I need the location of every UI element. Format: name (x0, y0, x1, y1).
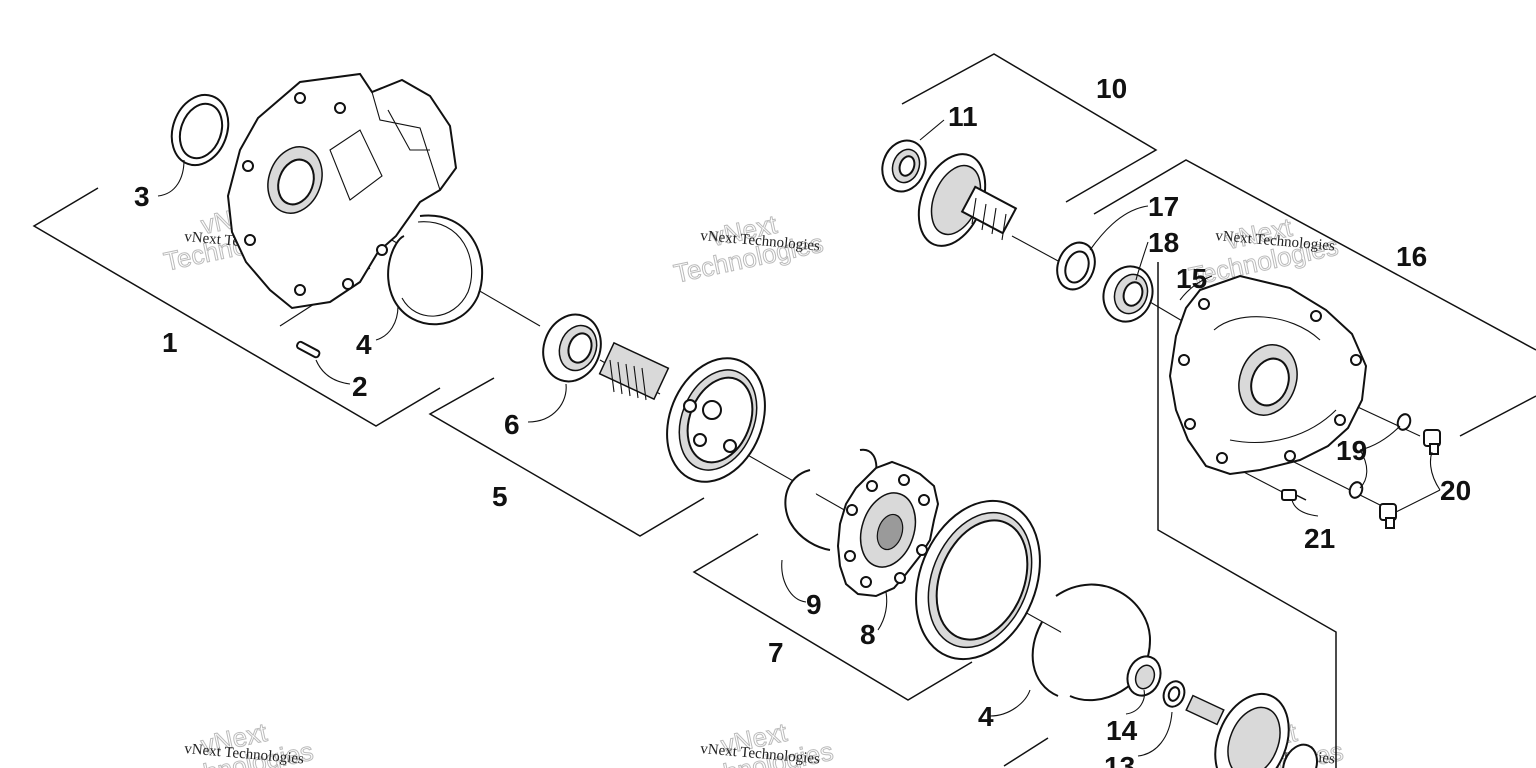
callout-10: 10 (1096, 73, 1127, 104)
part-4-snap-ring-upper (387, 214, 484, 326)
callout-3: 3 (134, 181, 150, 212)
part-20-drain-plugs (1379, 429, 1441, 529)
part-5-output-drum (598, 341, 766, 483)
bracket-bottom (1003, 737, 1049, 767)
bracket-1 (32, 187, 441, 427)
axis-line-upper (1011, 235, 1061, 263)
group-brackets (32, 53, 1536, 768)
callout-14: 14 (1106, 715, 1138, 746)
bracket-7 (692, 533, 973, 701)
part-8-sprocket (836, 460, 940, 598)
callout-7: 7 (768, 637, 784, 668)
part-14-bearing (1126, 655, 1162, 697)
part-9-snap-ring (784, 448, 878, 551)
part-11-bearing (881, 139, 927, 193)
part-7-ring-gear (915, 499, 1041, 661)
callout-11: 11 (948, 101, 978, 132)
part-19-o-rings (1348, 413, 1412, 499)
part-4-snap-ring-lower (1031, 583, 1152, 702)
part-13-washer (1162, 680, 1186, 708)
part-3-oil-seal (170, 93, 230, 167)
axis-line-bolt-b (1289, 459, 1383, 507)
part-6-bearing (542, 313, 602, 383)
callout-13: 13 (1104, 751, 1135, 768)
callout-18: 18 (1148, 227, 1179, 258)
bracket-16-top (1093, 159, 1536, 351)
bracket-16-right (1459, 395, 1536, 437)
callout-17: 17 (1148, 191, 1179, 222)
callout-2: 2 (352, 371, 368, 402)
part-12-output-gear (1185, 692, 1318, 768)
callout-19: 19 (1336, 435, 1367, 466)
axis-line-right (1149, 301, 1185, 323)
callout-21: 21 (1304, 523, 1335, 554)
callout-1: 1 (162, 327, 178, 358)
part-18-bearing (1102, 265, 1154, 323)
callout-16: 16 (1396, 241, 1427, 272)
callout-20: 20 (1440, 475, 1471, 506)
bracket-16-left (1157, 262, 1337, 768)
callout-5: 5 (492, 481, 508, 512)
part-1-housing (226, 72, 458, 310)
leader-lines (157, 119, 1441, 757)
callout-9: 9 (806, 589, 822, 620)
callout-4-upper: 4 (356, 329, 372, 360)
callout-4-lower: 4 (978, 701, 994, 732)
part-21-screw (1281, 489, 1307, 501)
part-17-seal (1056, 241, 1096, 291)
bracket-5 (428, 377, 705, 537)
callout-15: 15 (1176, 263, 1207, 294)
part-2-dowel-pin (296, 340, 321, 359)
part-16-cover (1168, 274, 1368, 476)
callout-labels: 3 1 4 2 6 5 9 8 7 4 14 13 10 11 17 18 15… (134, 73, 1471, 768)
callout-6: 6 (504, 409, 520, 440)
part-10-gear-shaft (917, 153, 1018, 247)
callout-8: 8 (860, 619, 876, 650)
bracket-10 (901, 53, 1158, 203)
